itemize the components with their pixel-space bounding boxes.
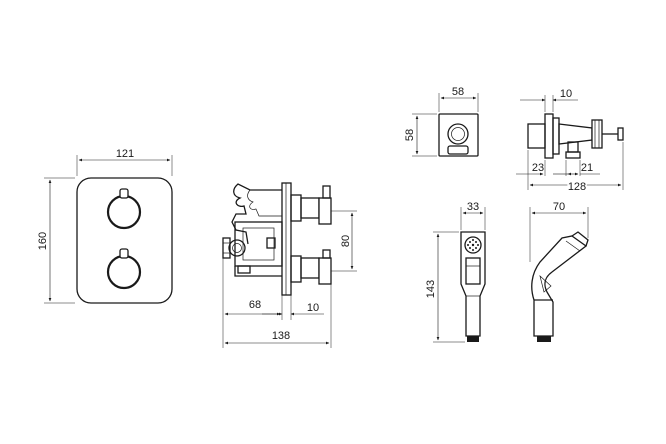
- front-cover-plate: [76, 177, 173, 304]
- dim-front-width: 121: [116, 148, 134, 160]
- dim-outlet-width: 58: [452, 86, 464, 98]
- dim-outlet-side-23: 23: [532, 162, 544, 174]
- outlet-square-plate: [438, 113, 479, 157]
- handset-side-body: [531, 235, 588, 337]
- dim-side-depth-10: 10: [307, 302, 319, 314]
- dim-outlet-side-total: 128: [568, 181, 586, 193]
- dim-side-total: 138: [272, 330, 290, 342]
- dim-outlet-side-21: 21: [581, 162, 593, 174]
- dim-side-depth-68: 68: [249, 299, 261, 311]
- inlet-connector: [222, 237, 246, 259]
- upper-spindle: [290, 185, 332, 225]
- handset-body: [460, 231, 486, 337]
- dim-handset-width: 33: [467, 201, 479, 213]
- dim-outlet-side-10: 10: [560, 88, 572, 100]
- valve-side-view: 80 68 10 138: [222, 182, 357, 348]
- outlet-front-view: 58 58: [404, 86, 479, 157]
- lower-handle: [106, 248, 142, 290]
- lower-spindle: [290, 249, 332, 285]
- mounting-plate: [281, 182, 292, 296]
- handset-front-view: 33 143: [425, 201, 486, 343]
- thermostat-front-view: 121 160: [37, 148, 173, 304]
- outlet-side-view: 10 23 21 128: [516, 88, 624, 195]
- wall-bracket: [231, 183, 282, 245]
- dim-outlet-height: 58: [404, 129, 416, 141]
- dim-handset-height: 143: [425, 280, 437, 298]
- dim-front-height: 160: [37, 232, 49, 250]
- handset-side-view: 70: [529, 201, 589, 342]
- dim-handset-side-width: 70: [553, 201, 565, 213]
- spray-nozzles: [467, 239, 479, 251]
- upper-handle: [106, 188, 142, 230]
- dim-side-spacing: 80: [340, 235, 352, 247]
